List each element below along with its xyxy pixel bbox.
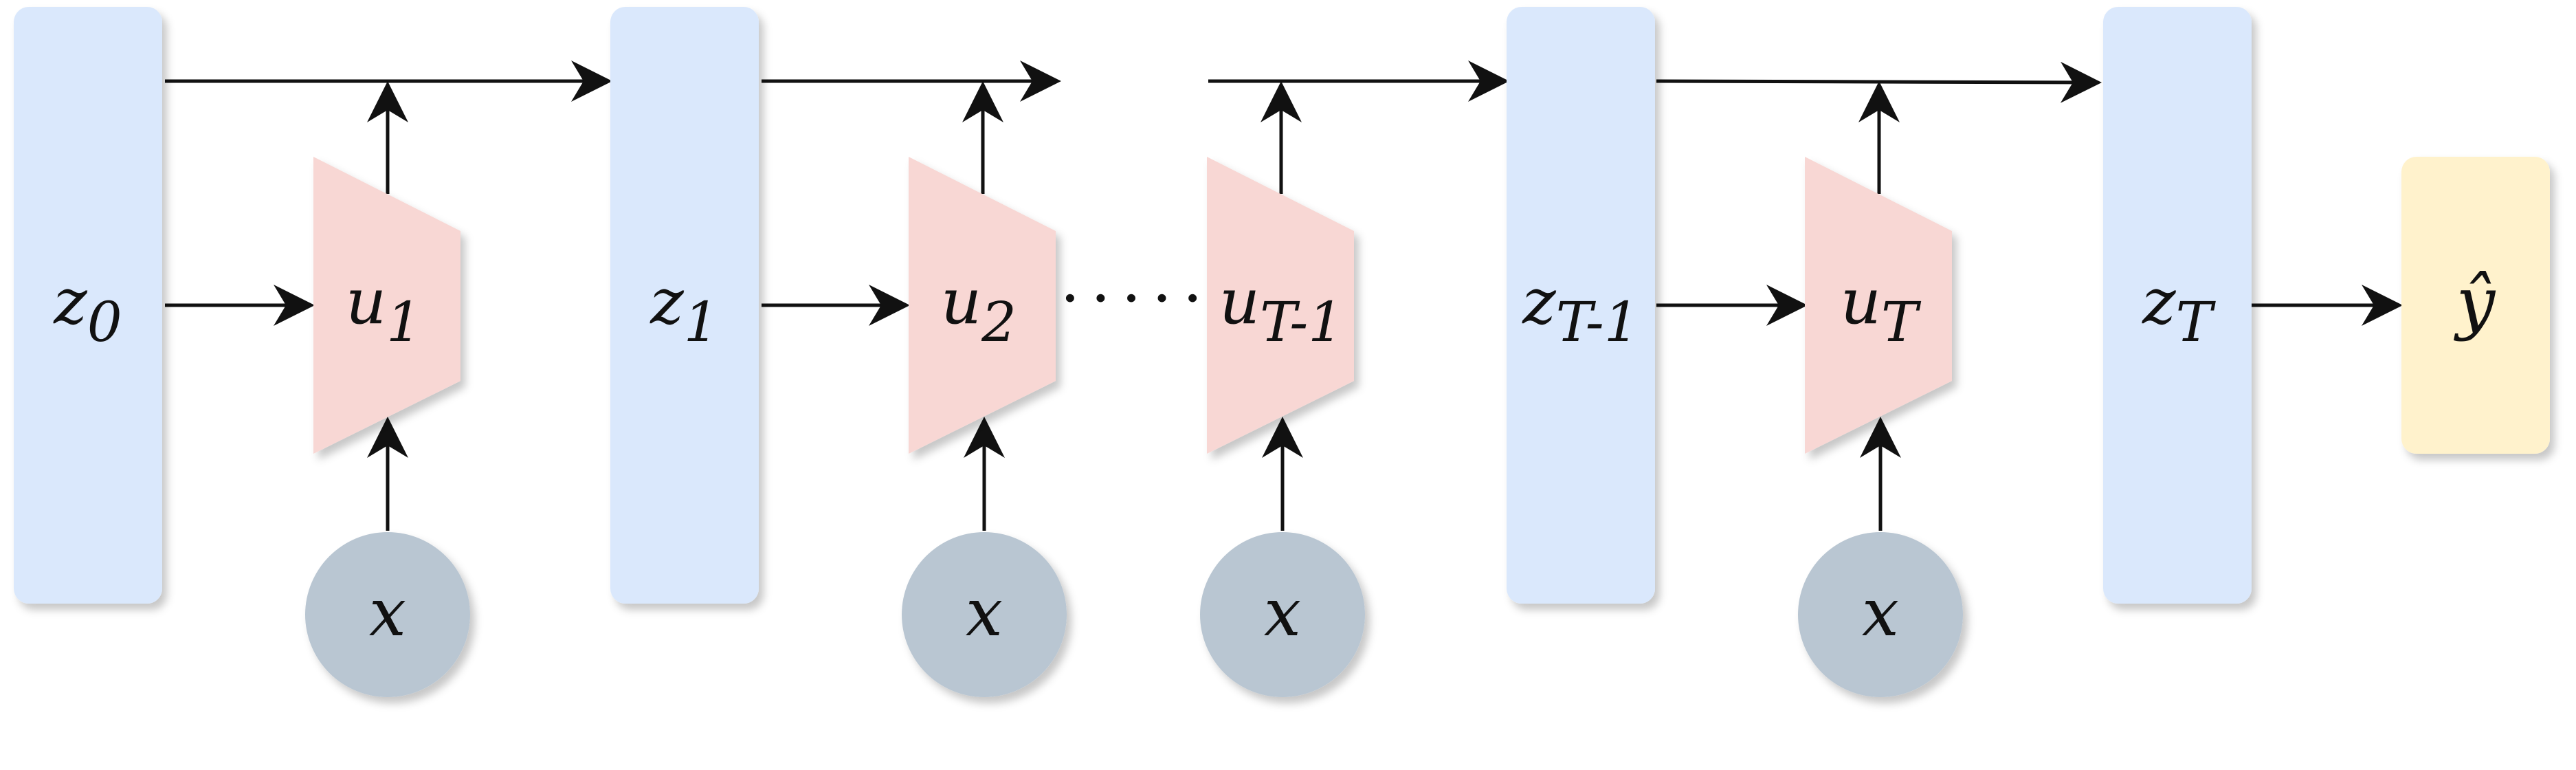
state-box-zT: zT [2103, 7, 2252, 604]
state-box-z0: z0 [14, 7, 162, 604]
ellipsis-dots: · · · · · [1063, 273, 1201, 324]
input-label-2: x [966, 574, 1003, 651]
input-label-1: x [369, 574, 406, 651]
state-box-zT-1: zT-1 [1507, 7, 1655, 604]
update-label-u2: u2 [941, 265, 1017, 354]
input-node-1: x [305, 532, 470, 697]
state-label-zT-1: zT-1 [1522, 265, 1639, 354]
carry-arrow-zT-1-zT [1656, 61, 2102, 103]
arrows [165, 60, 2403, 531]
input-node-4: x [1798, 532, 1963, 697]
output-box: ŷ [2401, 157, 2550, 454]
update-block-u2: u2 [909, 157, 1056, 454]
input-node-3: x [1200, 532, 1365, 697]
input-label-3: x [1264, 574, 1301, 651]
update-block-uT: uT [1805, 157, 1952, 454]
output-label: ŷ [2454, 262, 2496, 342]
update-label-uT: uT [1841, 265, 1922, 354]
state-label-z1: z1 [649, 265, 718, 354]
input-label-4: x [1862, 574, 1899, 651]
state-label-z0: z0 [53, 265, 122, 354]
input-node-2: x [902, 532, 1067, 697]
state-boxes: z0 z1 zT-1 zT [14, 7, 2252, 604]
update-label-u1: u1 [346, 265, 421, 354]
state-box-z1: z1 [610, 7, 759, 604]
update-block-u1: u1 [313, 157, 460, 454]
update-blocks: u1 u2 uT-1 uT [313, 157, 1952, 454]
input-nodes: x x x x [305, 532, 1963, 697]
update-block-uT-1: uT-1 [1207, 157, 1354, 454]
update-label-uT-1: uT-1 [1219, 265, 1343, 354]
state-label-zT: zT [2142, 265, 2216, 354]
